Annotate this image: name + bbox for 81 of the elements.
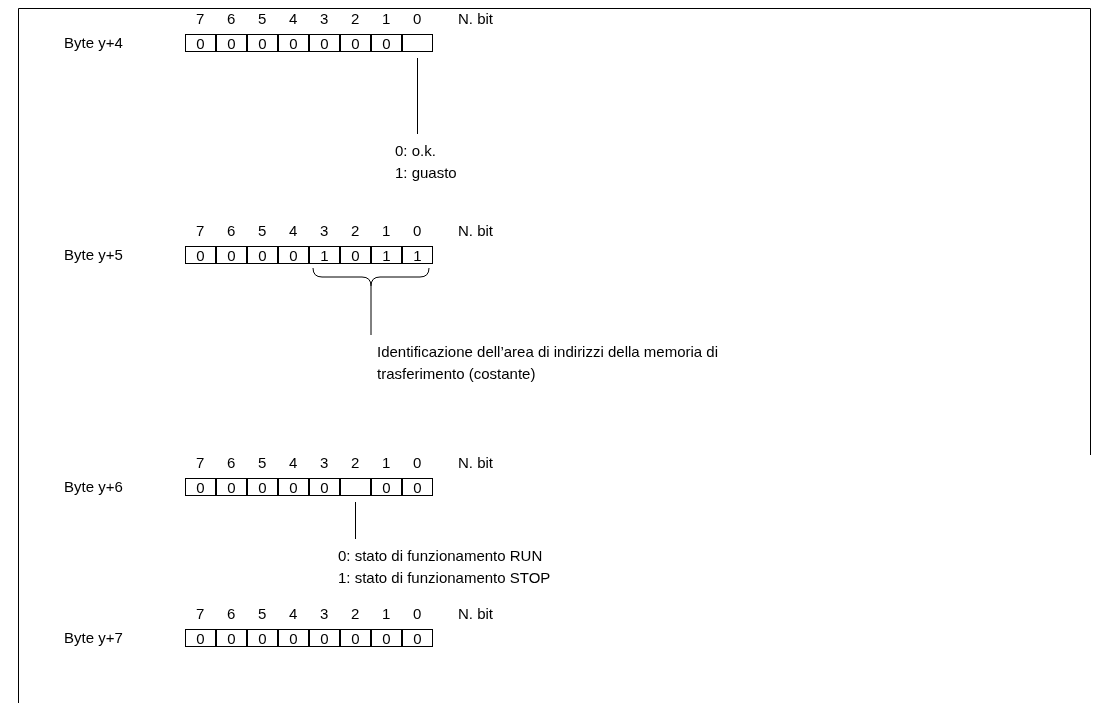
bit-cell: 0: [278, 629, 309, 647]
bit-number: 2: [351, 222, 360, 239]
bit-cell: 1: [309, 246, 340, 264]
bit-cell: 0: [216, 246, 247, 264]
bit-cell: 0: [247, 246, 278, 264]
bit-cell: 0: [185, 478, 216, 496]
bit-number: 1: [382, 222, 391, 239]
bit-cell: [402, 34, 433, 52]
bit-number: 6: [227, 10, 236, 27]
bit-number: 7: [196, 10, 205, 27]
bit-cell: 0: [402, 629, 433, 647]
bit-number: 3: [320, 222, 329, 239]
bit-cell: 0: [309, 629, 340, 647]
bit-number: 0: [413, 222, 422, 239]
bit-cell: 1: [371, 246, 402, 264]
note-text: 1: guasto: [395, 163, 457, 183]
bit-number: 7: [196, 454, 205, 471]
column-heading: N. bit: [458, 10, 493, 27]
bit-cell: 0: [247, 629, 278, 647]
bit-number: 0: [413, 605, 422, 622]
bit-cell: 0: [371, 629, 402, 647]
bit-cell: 0: [216, 478, 247, 496]
bit-cell: 0: [371, 478, 402, 496]
curly-brace: [312, 267, 430, 287]
bit-cell: 0: [309, 478, 340, 496]
note-text: 1: stato di funzionamento STOP: [338, 568, 551, 588]
note-text: 0: o.k.: [395, 141, 437, 161]
bit-number: 7: [196, 222, 205, 239]
bit-cell: 0: [278, 34, 309, 52]
column-heading: N. bit: [458, 222, 493, 239]
bit-cell: 0: [340, 629, 371, 647]
bit-number: 4: [289, 10, 298, 27]
bit-number: 5: [258, 605, 267, 622]
bit-cell: 0: [216, 629, 247, 647]
bit-number: 1: [382, 454, 391, 471]
bit-number: 5: [258, 222, 267, 239]
bit-number: 2: [351, 605, 360, 622]
bit-number: 0: [413, 10, 422, 27]
bit-cell: 0: [371, 34, 402, 52]
byte-label: Byte y+4: [64, 34, 123, 51]
bit-number: 3: [320, 10, 329, 27]
bit-number: 7: [196, 605, 205, 622]
leader-line: [417, 57, 418, 135]
bit-number: 6: [227, 605, 236, 622]
bit-cell: 0: [185, 34, 216, 52]
bit-cell: 0: [185, 629, 216, 647]
bit-cell: 1: [402, 246, 433, 264]
byte-label: Byte y+7: [64, 629, 123, 646]
bit-cell: 0: [309, 34, 340, 52]
note-text: 0: stato di funzionamento RUN: [338, 546, 544, 566]
bit-cell: 0: [247, 478, 278, 496]
bit-number: 5: [258, 10, 267, 27]
bit-cell: 0: [402, 478, 433, 496]
bit-number: 0: [413, 454, 422, 471]
bit-cell: 0: [185, 246, 216, 264]
bit-number: 3: [320, 605, 329, 622]
leader-line: [370, 285, 372, 336]
bit-number: 4: [289, 222, 298, 239]
bit-cell: [340, 478, 371, 496]
bit-number: 5: [258, 454, 267, 471]
column-heading: N. bit: [458, 454, 493, 471]
bit-number: 6: [227, 454, 236, 471]
bit-number: 1: [382, 10, 391, 27]
bit-number: 6: [227, 222, 236, 239]
bit-cell: 0: [216, 34, 247, 52]
bit-number: 4: [289, 454, 298, 471]
bit-number: 2: [351, 454, 360, 471]
note-text: Identificazione dell’area di indirizzi della memoria di trasferimento (costante): [377, 342, 719, 384]
leader-line: [355, 501, 356, 540]
bit-cell: 0: [278, 246, 309, 264]
byte-label: Byte y+5: [64, 246, 123, 263]
bit-number: 3: [320, 454, 329, 471]
bit-cell: 0: [247, 34, 278, 52]
column-heading: N. bit: [458, 605, 493, 622]
bit-cell: 0: [278, 478, 309, 496]
byte-label: Byte y+6: [64, 478, 123, 495]
bit-cell: 0: [340, 34, 371, 52]
bit-number: 1: [382, 605, 391, 622]
bit-number: 4: [289, 605, 298, 622]
bit-number: 2: [351, 10, 360, 27]
bit-cell: 0: [340, 246, 371, 264]
